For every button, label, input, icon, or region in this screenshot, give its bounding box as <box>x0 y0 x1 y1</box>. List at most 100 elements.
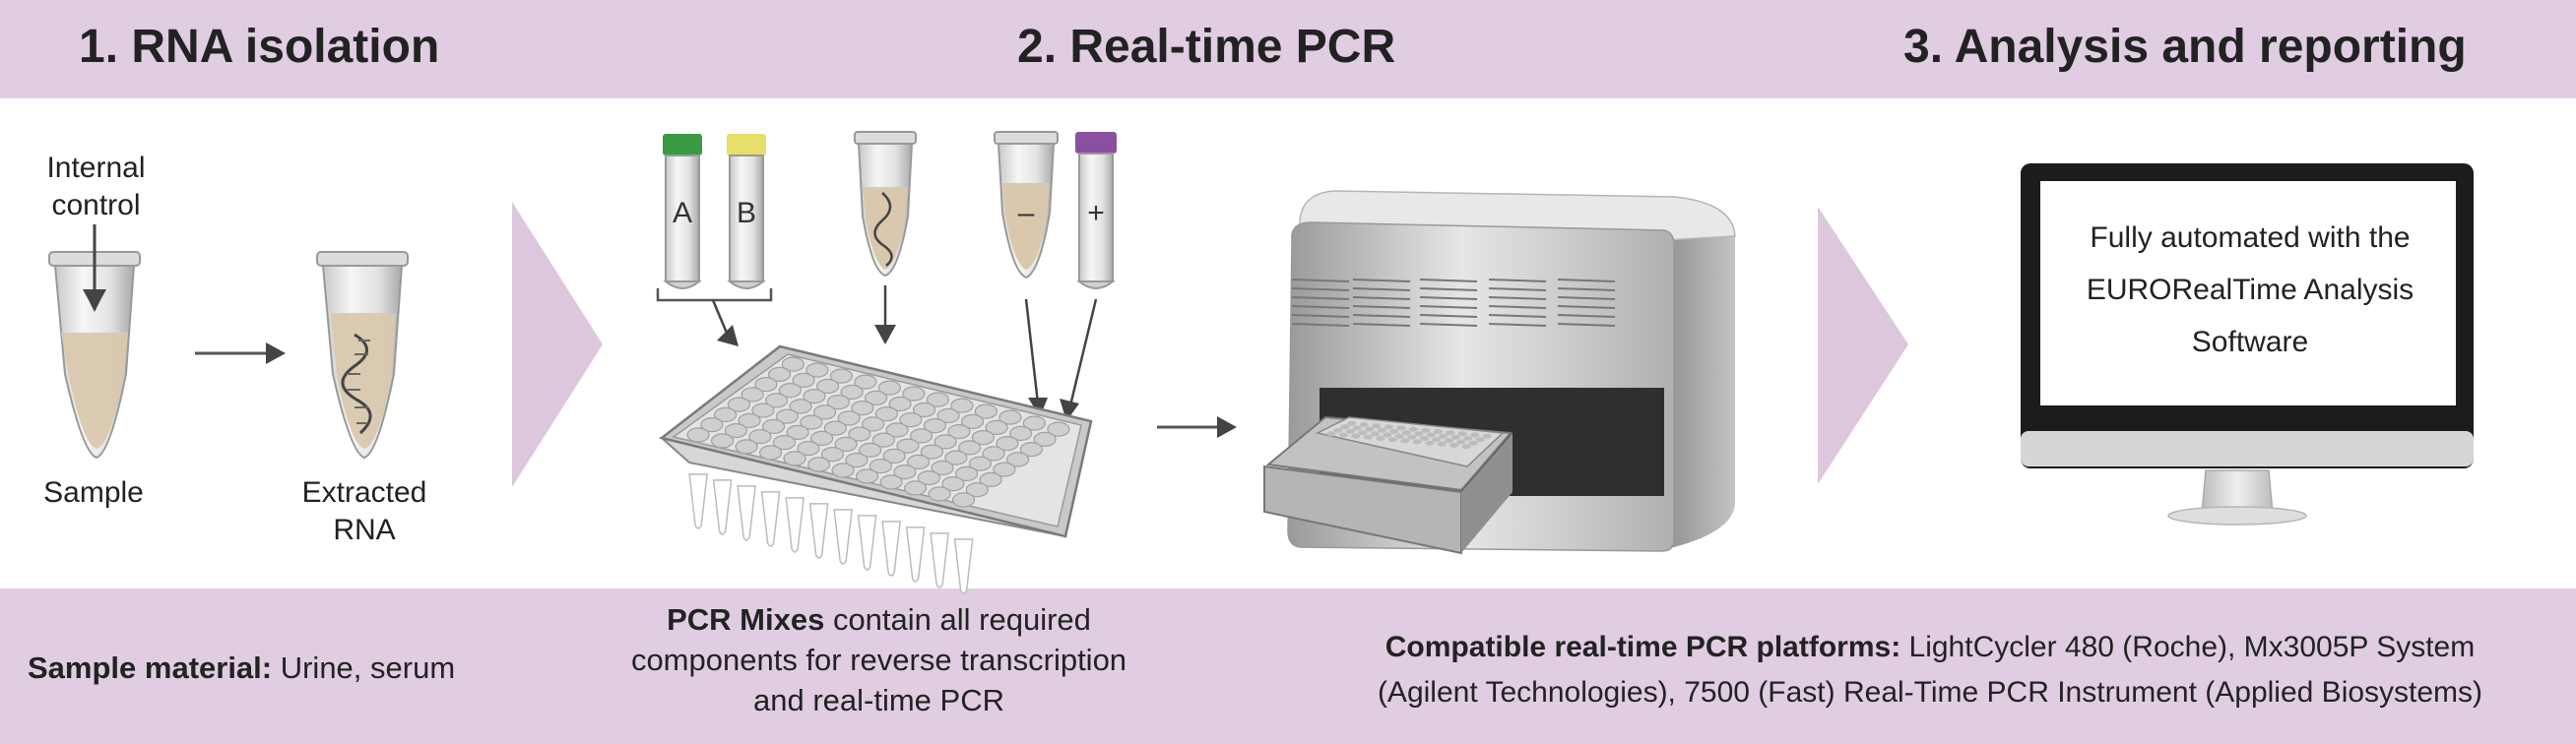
plate-well-tip <box>737 485 756 541</box>
instrument-vent <box>1419 287 1478 291</box>
plate-well <box>906 454 931 469</box>
drawer-well <box>1351 433 1361 439</box>
arrow-icon <box>1217 416 1237 438</box>
plate-well <box>993 462 1016 477</box>
plate-well <box>1005 452 1030 467</box>
plate-well <box>1019 442 1044 458</box>
plate-well <box>934 434 957 450</box>
plate-well <box>783 451 806 466</box>
plate-well-tip <box>808 503 829 559</box>
drawer-well <box>1400 438 1410 444</box>
plate-well <box>917 470 941 486</box>
plate-well <box>809 430 834 446</box>
drawer-well <box>1437 441 1447 447</box>
drawer-well <box>1433 429 1443 434</box>
plate-well <box>874 406 899 422</box>
drawer-well <box>1457 431 1467 437</box>
drawer-well <box>1449 443 1459 448</box>
svg-text:+: + <box>1087 197 1105 229</box>
drawer-well <box>1470 432 1480 438</box>
plate-well <box>944 450 968 465</box>
plate-well-tip <box>712 479 733 535</box>
plate-well <box>826 395 851 410</box>
drawer-well <box>1482 433 1492 439</box>
drawer-well <box>1372 423 1382 429</box>
plate-well <box>885 422 909 438</box>
drawer-well <box>1345 429 1355 434</box>
plate-well <box>764 393 789 408</box>
plate-well <box>920 444 944 460</box>
plate-well <box>831 463 855 478</box>
reagent-tube-icon: B <box>727 134 766 289</box>
plate-well <box>800 414 823 430</box>
plate-well <box>855 468 879 484</box>
plate-well <box>789 399 812 414</box>
drawer-well <box>1352 425 1362 431</box>
plate-well <box>974 403 998 419</box>
plate-well <box>996 436 1019 452</box>
drawer-well <box>1340 424 1350 430</box>
drawer-well <box>1363 434 1373 440</box>
drawer-well <box>1359 422 1369 427</box>
instrument-vent <box>1291 296 1350 300</box>
instrument-vent <box>1488 279 1547 282</box>
reagent-tube-icon: + <box>1075 132 1117 289</box>
monitor-screen-text: Fully automated with the EURORealTime An… <box>2038 212 2462 368</box>
rna-helix-icon <box>873 192 893 267</box>
plate-well <box>854 374 877 390</box>
plate-well <box>950 398 974 413</box>
chevron-right-icon <box>1818 207 1908 484</box>
plate-well <box>840 384 864 400</box>
drawer-well <box>1338 432 1348 438</box>
drawer-well <box>1419 436 1429 441</box>
internal-control-line-1: Internal <box>46 152 146 184</box>
instrument-vent <box>1557 279 1616 282</box>
plate-well <box>772 435 797 451</box>
plate-well-tip <box>833 509 853 565</box>
drawer-well <box>1370 431 1380 437</box>
chevron-right-icon <box>512 202 603 487</box>
plate-well <box>829 368 854 384</box>
plate-well <box>834 436 858 452</box>
plate-well <box>786 424 809 440</box>
plate-well <box>1033 431 1057 447</box>
plate-well <box>936 407 960 423</box>
plate-well <box>724 423 748 439</box>
plate-well <box>926 392 950 407</box>
plate-well <box>947 424 971 440</box>
svg-text:B: B <box>737 197 756 229</box>
plate-well <box>845 453 869 468</box>
plate-well <box>902 386 926 402</box>
plate-well <box>979 471 1002 487</box>
drawer-well <box>1456 439 1466 445</box>
plate-well <box>748 429 772 445</box>
pcr-mixes-line-3: and real-time PCR <box>753 683 1004 717</box>
plate-well <box>957 440 982 456</box>
drawer-well <box>1389 429 1399 434</box>
sample-material-text: Sample material: Urine, serum <box>28 642 455 694</box>
plate-well <box>754 377 778 393</box>
instrument-vent <box>1352 314 1411 318</box>
plate-well <box>738 412 761 428</box>
sample-material-value: Urine, serum <box>272 651 456 685</box>
instrument-vent <box>1291 287 1350 291</box>
drawer-well <box>1426 432 1436 438</box>
extracted-rna-line-1: Extracted <box>301 476 427 509</box>
plate-well <box>761 418 786 434</box>
plate-well <box>851 401 874 416</box>
drawer-well <box>1396 425 1406 431</box>
drawer-well <box>1326 431 1336 437</box>
step-title-analysis-reporting: 3. Analysis and reporting <box>1903 21 2467 73</box>
sample-material-label: Sample material: <box>28 651 273 685</box>
instrument-vent <box>1352 296 1411 300</box>
instrument-vent <box>1488 314 1547 318</box>
plate-well <box>923 418 947 434</box>
instrument-vent <box>1291 323 1350 327</box>
plate-well <box>700 417 724 433</box>
drawer-well <box>1408 426 1418 432</box>
plate-well <box>823 420 848 436</box>
plate-well <box>741 387 764 403</box>
plate-well <box>1008 425 1033 441</box>
plate-well <box>864 390 888 405</box>
drawer-well <box>1384 424 1393 430</box>
